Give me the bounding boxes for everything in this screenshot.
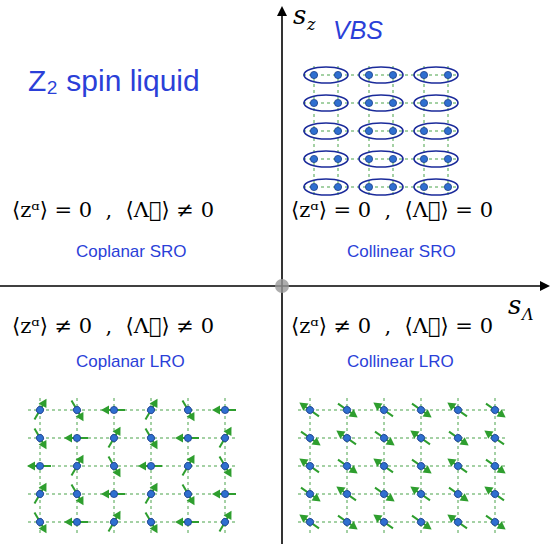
vbs-dimers bbox=[304, 67, 458, 195]
collinear-spins bbox=[297, 399, 508, 533]
coplanar-spins bbox=[27, 396, 236, 535]
phase-name: Collinear SRO bbox=[347, 243, 456, 260]
axis-subscript: Λ bbox=[522, 307, 534, 323]
phase-name: Coplanar SRO bbox=[76, 243, 187, 260]
vbs-lattice bbox=[303, 66, 458, 196]
axis-symbol: s bbox=[293, 2, 306, 28]
order-parameter: ⟨zᵅ⟩ ≠ 0 , ⟨Λ⃗⟩ ≠ 0 bbox=[12, 316, 214, 337]
s-lambda-axis bbox=[0, 285, 548, 287]
phase-name: VBS bbox=[333, 18, 383, 43]
phase-name: Collinear LRO bbox=[347, 353, 454, 370]
coplanar-lattice bbox=[28, 398, 238, 534]
phase-name: Coplanar LRO bbox=[76, 353, 185, 370]
order-parameter: ⟨zᵅ⟩ ≠ 0 , ⟨Λ⃗⟩ = 0 bbox=[291, 316, 493, 337]
critical-point bbox=[275, 279, 289, 293]
sz-axis bbox=[281, 8, 283, 544]
collinear-lattice bbox=[298, 398, 508, 534]
order-parameter: ⟨zᵅ⟩ = 0 , ⟨Λ⃗⟩ = 0 bbox=[291, 200, 493, 221]
axis-subscript: z bbox=[307, 17, 315, 33]
axis-symbol: s bbox=[508, 292, 521, 318]
order-parameter: ⟨zᵅ⟩ = 0 , ⟨Λ⃗⟩ ≠ 0 bbox=[12, 200, 214, 221]
phase-name: Z₂ spin liquid bbox=[28, 66, 200, 96]
